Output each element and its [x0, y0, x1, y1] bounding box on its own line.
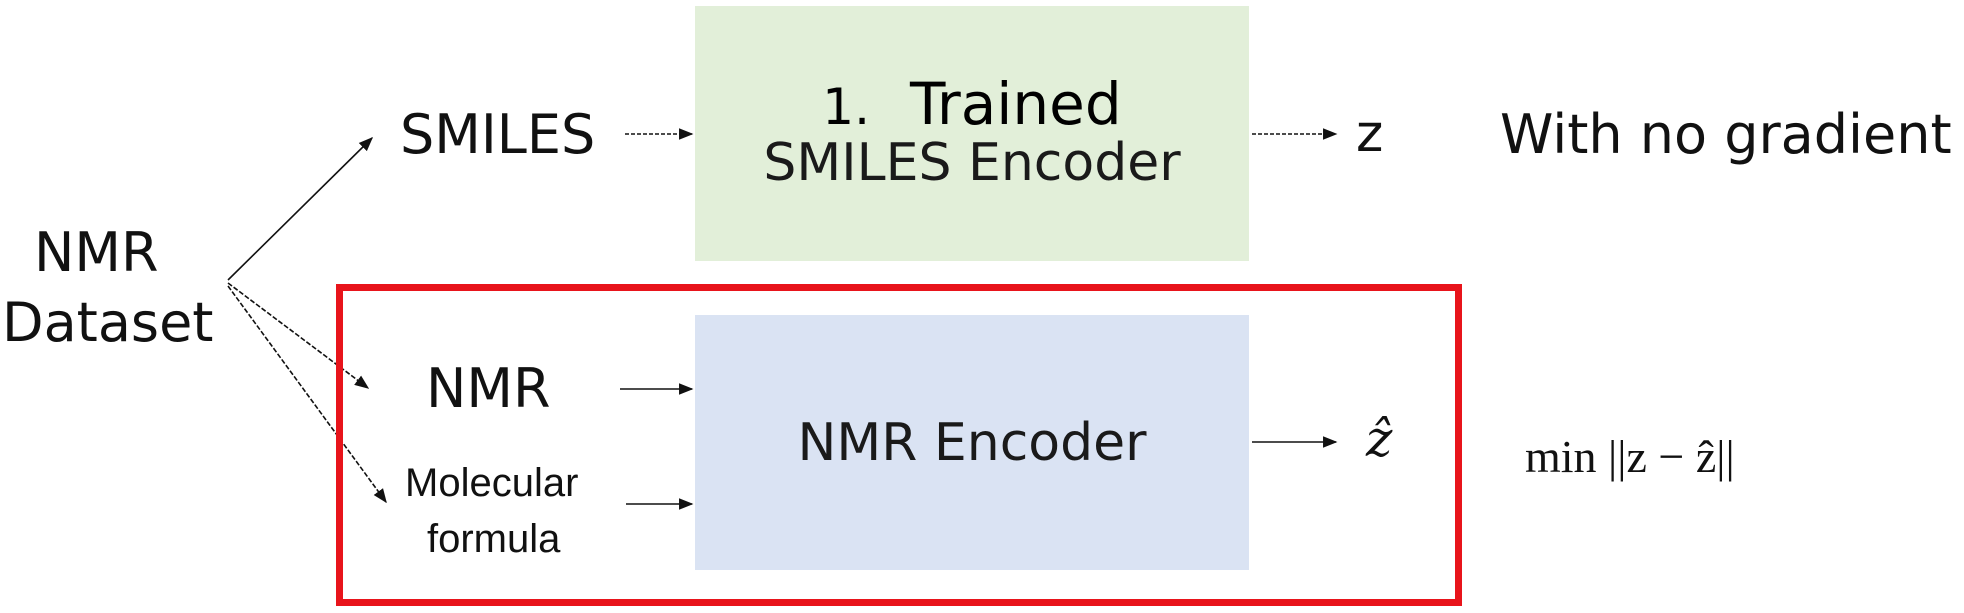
nmr-dataset-label-line1: NMR [34, 221, 159, 284]
z-output-label: z [1356, 104, 1384, 164]
molecular-formula-label-line2: formula [427, 517, 561, 561]
loss-objective: min ||z − ẑ|| [1525, 431, 1735, 482]
trained-smiles-encoder-box: 1.Trained SMILES Encoder [695, 6, 1249, 261]
smiles-encoder-step-number: 1. [822, 78, 871, 137]
smiles-encoder-title-text: Trained [910, 70, 1122, 139]
smiles-encoder-title: 1.Trained [822, 74, 1121, 135]
nmr-input-label: NMR [426, 357, 551, 420]
no-gradient-note: With no gradient [1500, 103, 1952, 166]
z-hat-output-label: ẑ [1366, 410, 1393, 468]
arrow-dataset-to-nmr [227, 282, 370, 389]
smiles-encoder-subtitle: SMILES Encoder [763, 133, 1181, 194]
smiles-input-label: SMILES [400, 103, 596, 166]
nmr-encoder-box: NMR Encoder [695, 315, 1249, 570]
arrow-dataset-to-smiles [227, 136, 374, 281]
trainable-module-highlight-frame [336, 284, 1462, 606]
arrow-dataset-to-formula [227, 285, 387, 504]
molecular-formula-label-line1: Molecular [405, 461, 579, 505]
nmr-dataset-label-line2: Dataset [2, 291, 214, 354]
nmr-encoder-title: NMR Encoder [797, 412, 1147, 473]
